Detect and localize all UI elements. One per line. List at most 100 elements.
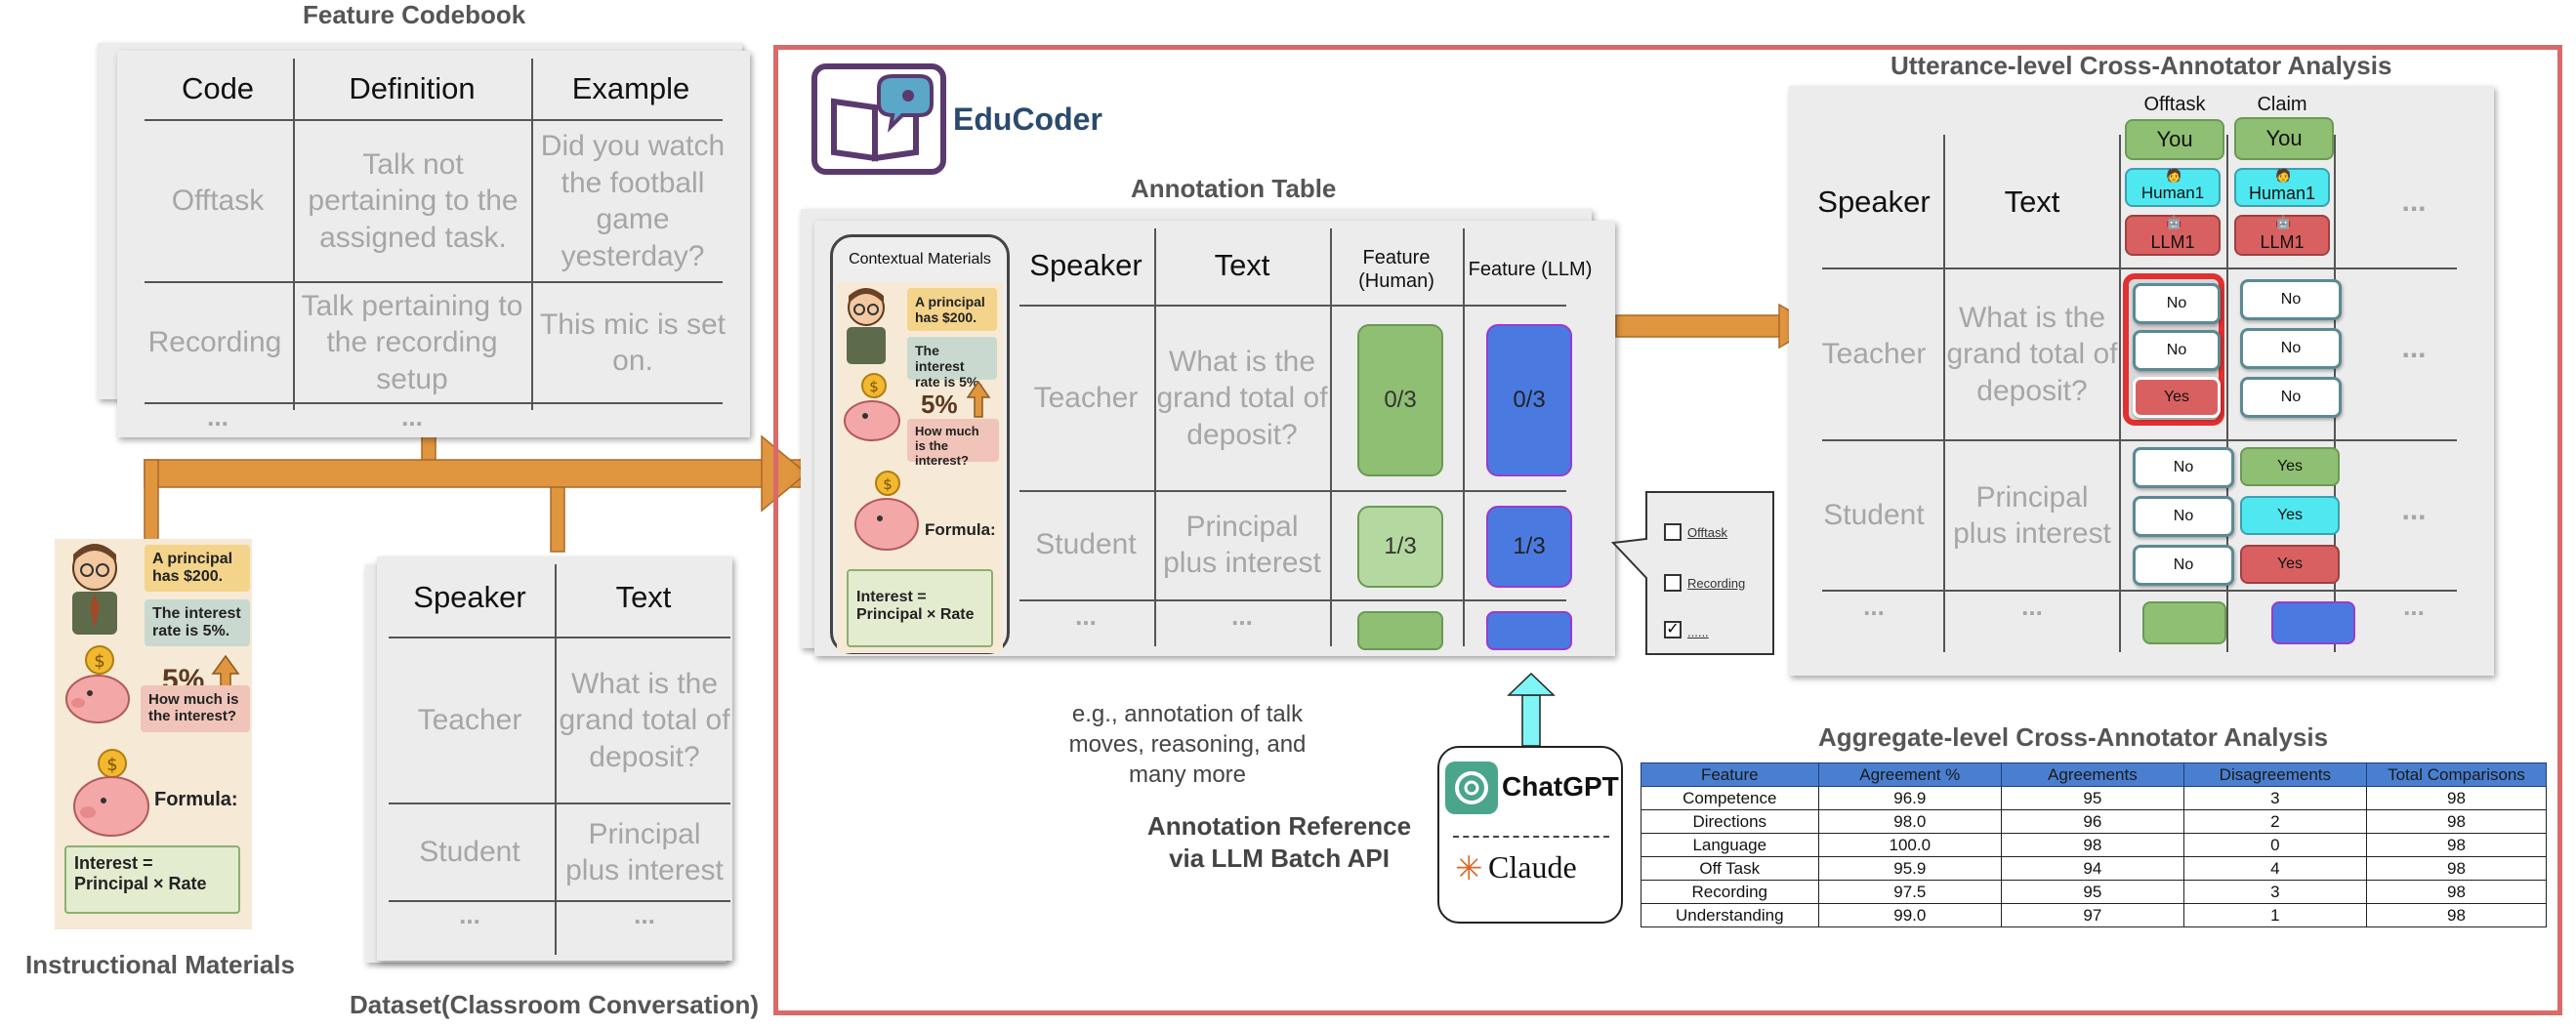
teacher-claim-human1[interactable]: No bbox=[2240, 328, 2342, 369]
eg-text: e.g., annotation of talk moves, reasonin… bbox=[1068, 701, 1307, 789]
teacher-icon bbox=[847, 288, 886, 364]
annotation-card: Contextual Materials A principal has $20… bbox=[814, 221, 1615, 656]
educoder-logo-text: EduCoder bbox=[953, 102, 1102, 137]
annot-text-student: Principal plus interest bbox=[1163, 510, 1321, 580]
dataset-speaker-teacher: Teacher bbox=[417, 704, 522, 737]
agg-cell: 3 bbox=[2182, 880, 2367, 904]
teacher-claim-you[interactable]: No bbox=[2240, 279, 2342, 320]
checkbox-recording[interactable] bbox=[1664, 574, 1682, 592]
student-claim-you[interactable]: Yes bbox=[2240, 447, 2340, 486]
dataset-speaker-student: Student bbox=[419, 836, 520, 869]
checklist-callout bbox=[1611, 491, 1774, 655]
svg-text:$: $ bbox=[869, 378, 879, 395]
annotator-llm1: LLM1 bbox=[2234, 215, 2330, 256]
instr-formula: Interest = Principal × Rate bbox=[64, 845, 240, 914]
student-claim-llm1[interactable]: Yes bbox=[2240, 545, 2340, 584]
ctx-note-rate: The interest rate is 5%. bbox=[907, 337, 997, 390]
codebook-def-recording: Talk pertaining to the recording setup bbox=[301, 289, 523, 395]
ctx-formula: Interest = Principal × Rate bbox=[847, 569, 993, 647]
table-row: Language 100.0 98 0 98 bbox=[1641, 833, 2548, 857]
codebook-ellipsis: ... bbox=[401, 401, 423, 432]
teacher-claim-llm1[interactable]: No bbox=[2240, 377, 2342, 418]
agg-cell: 99.0 bbox=[1817, 903, 2003, 927]
agg-header-agreement-pct: Agreement % bbox=[1817, 762, 2003, 787]
educoder-logo-icon bbox=[811, 63, 946, 175]
teacher-offtask-you[interactable]: No bbox=[2133, 283, 2221, 324]
agg-header-feature: Feature bbox=[1641, 762, 1819, 787]
annot-human-student[interactable]: 1/3 bbox=[1357, 506, 1443, 588]
llm-box: ChatGPT ✳ Claude bbox=[1437, 746, 1623, 924]
dataset-header-speaker: Speaker bbox=[413, 580, 526, 614]
utterance-offtask-more[interactable] bbox=[2142, 601, 2226, 644]
annot-ellipsis: ... bbox=[1075, 600, 1097, 631]
utterance-ellipsis: ... bbox=[1863, 591, 1885, 621]
annot-human-teacher[interactable]: 0/3 bbox=[1357, 324, 1443, 476]
utterance-claim-more[interactable] bbox=[2271, 601, 2355, 644]
instr-note-principal: A principal has $200. bbox=[145, 545, 250, 592]
contextual-title: Contextual Materials bbox=[849, 251, 991, 268]
educoder-frame bbox=[773, 45, 2562, 1015]
annot-human-more[interactable] bbox=[1357, 611, 1443, 650]
checklist-offtask-label: Offtask bbox=[1687, 525, 1727, 540]
agg-cell: 1 bbox=[2182, 903, 2367, 927]
agg-cell: 96.9 bbox=[1817, 786, 2003, 810]
agg-cell: 96 bbox=[2001, 809, 2184, 834]
agg-header-disagreements: Disagreements bbox=[2182, 762, 2367, 787]
dataset-ellipsis: ... bbox=[459, 899, 480, 929]
utterance-text-student: Principal plus interest bbox=[1953, 480, 2111, 551]
agg-header-total: Total Comparisons bbox=[2365, 762, 2548, 787]
codebook-header-example: Example bbox=[571, 71, 690, 105]
piggy-bank-icon: $ bbox=[854, 471, 919, 551]
table-row: Off Task 95.9 94 4 98 bbox=[1641, 856, 2548, 881]
aggregate-table: Feature Agreement % Agreements Disagreem… bbox=[1641, 762, 2548, 927]
agg-cell: 94 bbox=[2001, 856, 2184, 881]
annot-header-speaker: Speaker bbox=[1029, 248, 1143, 282]
agg-cell: 95 bbox=[2001, 880, 2184, 904]
utterance-card: Offtask Claim Speaker Text You Human1 🧑 … bbox=[1789, 86, 2494, 676]
utterance-feature-offtask: Offtask bbox=[2143, 93, 2206, 115]
human-avatar-icon: 🧑 bbox=[2166, 168, 2182, 183]
piggy-bank-icon: $ bbox=[65, 645, 130, 723]
llm-reference-label: Annotation Reference via LLM Batch API bbox=[1146, 811, 1412, 873]
checkbox-more-checked[interactable]: ✓ bbox=[1664, 621, 1682, 638]
instr-formula-label: Formula: bbox=[154, 789, 238, 810]
teacher-icon bbox=[72, 544, 117, 635]
agg-cell: 97 bbox=[2001, 903, 2184, 927]
annot-header-feature-human: Feature (Human) bbox=[1358, 247, 1434, 292]
svg-text:$: $ bbox=[883, 475, 893, 493]
table-row: Understanding 99.0 97 1 98 bbox=[1641, 903, 2548, 927]
annot-speaker-teacher: Teacher bbox=[1033, 382, 1139, 415]
annot-llm-more[interactable] bbox=[1486, 611, 1572, 650]
agg-cell: 98 bbox=[2365, 809, 2548, 834]
student-offtask-llm1[interactable]: No bbox=[2133, 545, 2234, 586]
utterance-ellipsis: ... bbox=[2401, 494, 2427, 527]
agg-header-agreements: Agreements bbox=[2001, 762, 2184, 787]
annot-llm-teacher[interactable]: 0/3 bbox=[1486, 324, 1572, 476]
annot-text-teacher: What is the grand total of deposit? bbox=[1156, 345, 1328, 451]
dataset-card: Speaker Text Teacher What is the grand t… bbox=[377, 556, 732, 961]
utterance-ellipsis: ... bbox=[2021, 591, 2043, 621]
ctx-note-question: How much is the interest? bbox=[907, 419, 999, 468]
agg-cell: 100.0 bbox=[1817, 833, 2003, 857]
claude-label: Claude bbox=[1488, 849, 1577, 885]
agg-cell: 3 bbox=[2182, 786, 2367, 810]
aggregate-title: Aggregate-level Cross-Annotator Analysis bbox=[1818, 722, 2329, 752]
teacher-offtask-llm1[interactable]: Yes bbox=[2133, 377, 2221, 418]
annot-llm-student[interactable]: 1/3 bbox=[1486, 506, 1572, 588]
robot-avatar-icon: 🤖 bbox=[2166, 215, 2182, 229]
annotator-human1: Human1 bbox=[2234, 168, 2330, 207]
teacher-offtask-human1[interactable]: No bbox=[2133, 330, 2221, 371]
student-offtask-human1[interactable]: No bbox=[2133, 496, 2234, 537]
student-offtask-you[interactable]: No bbox=[2133, 447, 2234, 488]
table-row: Competence 96.9 95 3 98 bbox=[1641, 786, 2548, 810]
robot-avatar-icon: 🤖 bbox=[2275, 215, 2292, 229]
table-row: Directions 98.0 96 2 98 bbox=[1641, 809, 2548, 834]
agg-cell: 98 bbox=[2365, 880, 2548, 904]
instructional-image: A principal has $200. The interest rate … bbox=[55, 539, 252, 929]
codebook-card: Code Definition Example Offtask Talk not… bbox=[117, 51, 750, 437]
annot-speaker-student: Student bbox=[1035, 528, 1137, 561]
codebook-title: Feature Codebook bbox=[303, 0, 526, 29]
student-claim-human1[interactable]: Yes bbox=[2240, 496, 2340, 535]
utterance-header-text: Text bbox=[2004, 185, 2060, 219]
checkbox-offtask[interactable] bbox=[1664, 523, 1682, 541]
